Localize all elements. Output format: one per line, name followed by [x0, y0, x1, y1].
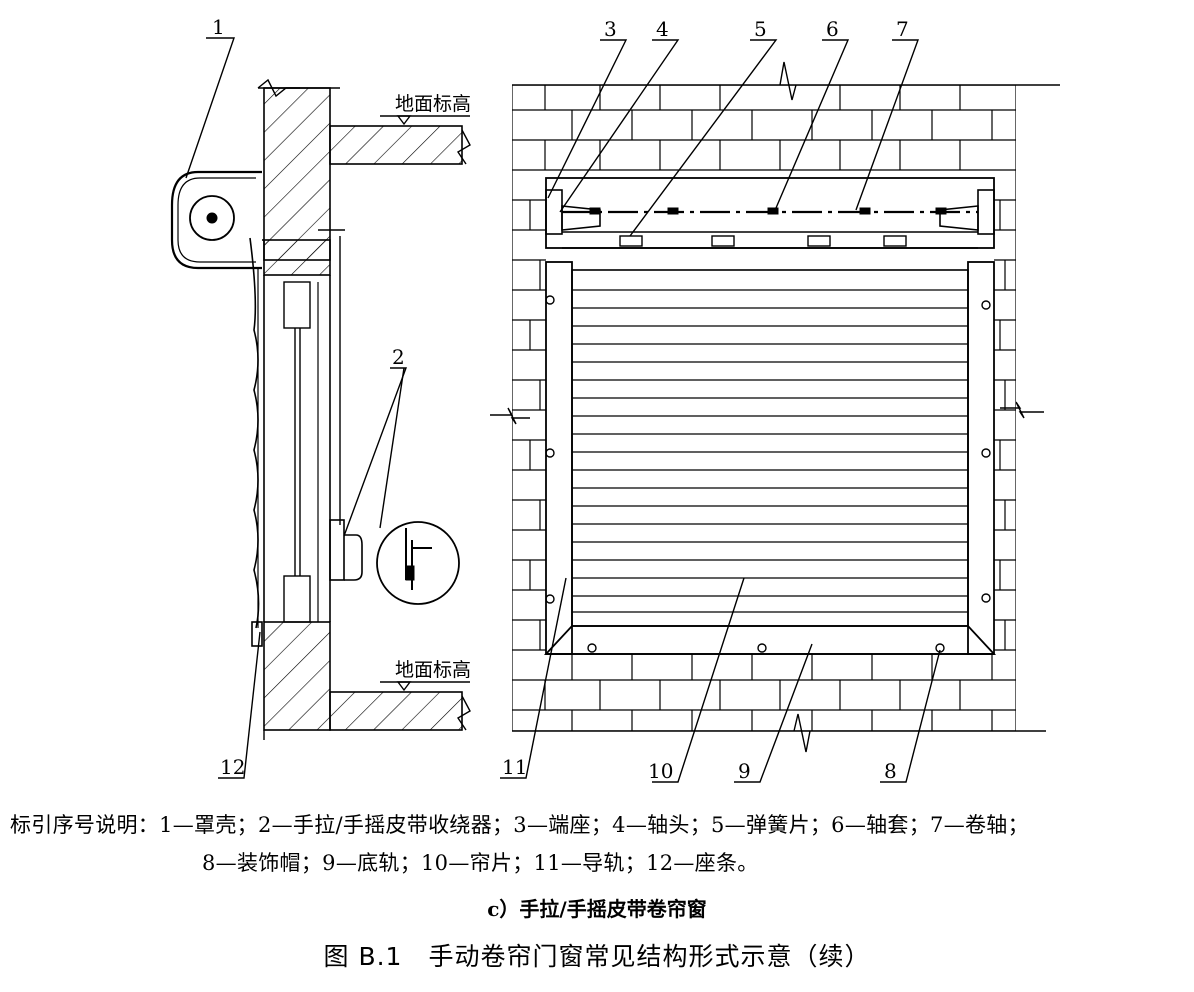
callout-3: 3 — [604, 17, 617, 41]
section-view — [170, 78, 471, 740]
lintel-block — [263, 239, 331, 276]
floor-level-mark-top — [396, 115, 412, 126]
callout-12: 12 — [220, 755, 245, 779]
callout-11: 11 — [502, 755, 527, 779]
top-slab — [329, 125, 463, 165]
wall-column — [263, 87, 331, 261]
decor-cap — [587, 643, 597, 653]
figure-caption: 图 B.1 手动卷帘门窗常见结构形式示意（续） — [323, 942, 871, 971]
belt-winder-detail — [376, 521, 460, 605]
roller-axle — [189, 195, 235, 241]
structure-diagram: 1 2 3 4 5 6 7 8 9 10 11 12 地面标高 地面标高 — [170, 15, 1060, 783]
callout-6: 6 — [826, 17, 839, 41]
sill-block — [263, 621, 331, 731]
elevation-view — [490, 61, 1060, 753]
belt-winder-body — [329, 519, 345, 581]
callout-7: 7 — [896, 17, 909, 41]
callout-10: 10 — [648, 759, 673, 783]
callout-2: 2 — [392, 345, 405, 369]
shaft-head-right — [939, 205, 979, 231]
legend-line-1: 标引序号说明：1—罩壳；2—手拉/手摇皮带收绕器；3—端座；4—轴头；5—弹簧片… — [10, 813, 1029, 837]
floor-label-bottom: 地面标高 — [395, 659, 471, 681]
leader-lines — [185, 37, 941, 783]
callout-8: 8 — [884, 759, 897, 783]
subcaption: c）手拉/手摇皮带卷帘窗 — [487, 897, 707, 921]
callout-9: 9 — [738, 759, 751, 783]
callout-1: 1 — [212, 15, 225, 39]
curtain-slats-section — [249, 237, 260, 629]
seat-bar — [251, 621, 263, 647]
callout-4: 4 — [656, 17, 669, 41]
bottom-slab — [329, 691, 463, 731]
shaft-head-left — [561, 205, 601, 231]
floor-label-top: 地面标高 — [395, 93, 471, 115]
callout-5: 5 — [754, 17, 767, 41]
legend-line-2: 8—装饰帽；9—底轨；10—帘片；11—导轨；12—座条。 — [202, 851, 759, 875]
floor-level-mark-bottom — [396, 681, 412, 692]
curtain-slats — [571, 269, 969, 627]
